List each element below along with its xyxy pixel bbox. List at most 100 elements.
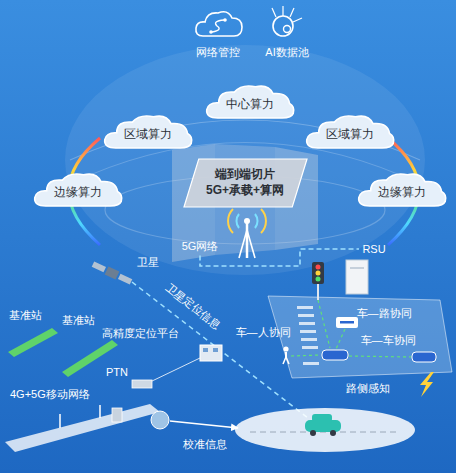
traffic-light bbox=[312, 262, 324, 284]
antenna bbox=[99, 405, 101, 418]
v2v-link bbox=[336, 329, 345, 349]
node-text: 边缘算力 bbox=[54, 185, 102, 201]
scenario-label: 车—车协同 bbox=[361, 333, 416, 347]
icon-label: 卫星 bbox=[134, 253, 162, 272]
network-label: 4G+5G移动网络 bbox=[10, 387, 90, 401]
icon-label: 高精度定位平台 bbox=[99, 324, 182, 343]
v2p-link bbox=[291, 355, 321, 356]
network-link bbox=[200, 249, 359, 266]
crosswalk-stripe bbox=[298, 314, 314, 317]
platform-building bbox=[200, 345, 222, 361]
node-text: 基准站 bbox=[62, 313, 95, 327]
scenario-label: 路侧感知 bbox=[346, 381, 390, 395]
slice-panel: 端到端切片5G+承载+算网 bbox=[184, 159, 307, 207]
ambulance-stripe bbox=[340, 321, 354, 324]
v2i-link bbox=[318, 300, 330, 348]
node-text: 边缘算力 bbox=[378, 185, 426, 201]
signal-label: 校准信息 bbox=[183, 437, 227, 451]
pedestrian-legs bbox=[283, 357, 289, 364]
ai-gear-icon bbox=[284, 26, 291, 33]
scenario-label: 车—路协同 bbox=[357, 306, 412, 320]
ptn-device bbox=[132, 380, 152, 388]
cloud-icon bbox=[196, 12, 242, 36]
node-text: 5G网络 bbox=[182, 239, 219, 253]
tower-top bbox=[244, 218, 250, 224]
icon-dot bbox=[209, 30, 213, 34]
node-text: 5G+承载+算网 bbox=[206, 183, 284, 199]
node-text: 区域算力 bbox=[124, 127, 172, 143]
rsu-cabinet bbox=[346, 260, 368, 294]
crosswalk-stripe bbox=[297, 306, 313, 309]
icon-label: 网络管控 bbox=[193, 43, 243, 62]
crosswalk-stripe bbox=[299, 322, 315, 325]
solar-panel bbox=[92, 261, 106, 272]
compute-cloud: 区域算力 bbox=[304, 113, 396, 151]
road bbox=[268, 296, 452, 378]
target-area bbox=[235, 408, 415, 452]
mobile-network-band bbox=[5, 404, 160, 452]
satellite-icon bbox=[91, 260, 133, 286]
icon-label: AI数据池 bbox=[262, 43, 312, 62]
car bbox=[412, 352, 436, 362]
cloud-outline bbox=[307, 116, 394, 148]
calibration-arrow bbox=[170, 421, 238, 428]
cabinet-detail bbox=[350, 268, 364, 269]
icon-label: 基准站 bbox=[59, 311, 98, 330]
building-window bbox=[203, 348, 208, 352]
pedestrian-head bbox=[283, 346, 288, 351]
tower-legs bbox=[239, 230, 255, 258]
transport-link bbox=[150, 358, 200, 382]
cloud-outline bbox=[105, 116, 192, 148]
compute-cloud: 边缘算力 bbox=[32, 171, 124, 209]
icon-label: 基准站 bbox=[6, 306, 45, 325]
crosswalk-stripe bbox=[301, 338, 317, 341]
node-text: 网络管控 bbox=[196, 45, 240, 59]
node-text: 高精度定位平台 bbox=[102, 326, 179, 340]
wheel bbox=[310, 430, 316, 436]
red-light bbox=[316, 265, 321, 270]
signal-arc bbox=[228, 209, 233, 233]
ai-circuit-line bbox=[272, 8, 276, 17]
signal-arc bbox=[236, 214, 239, 228]
target-car-roof bbox=[312, 414, 332, 422]
crosswalk-stripe bbox=[302, 346, 318, 349]
signal-arc bbox=[255, 214, 258, 228]
server-icon bbox=[112, 408, 122, 422]
node-text: 卫星 bbox=[137, 255, 159, 269]
ai-head-icon bbox=[273, 16, 293, 36]
slice-outline bbox=[184, 159, 307, 207]
crosswalk-stripe bbox=[303, 362, 319, 365]
cloud-outline bbox=[35, 174, 122, 206]
wheel bbox=[330, 430, 336, 436]
lightning-icon bbox=[420, 372, 434, 397]
compute-cloud: 中心算力 bbox=[204, 83, 296, 121]
scenario-label: 车—人协同 bbox=[236, 325, 291, 339]
node-text: 端到端切片 bbox=[215, 167, 275, 183]
ambulance bbox=[336, 317, 358, 328]
signal-arc bbox=[261, 209, 266, 233]
compute-cloud: 边缘算力 bbox=[356, 171, 448, 209]
glow bbox=[65, 45, 425, 275]
yellow-light bbox=[316, 271, 321, 276]
ai-circuit-line bbox=[293, 18, 302, 22]
network-squiggle bbox=[212, 20, 224, 32]
node-text: 中心算力 bbox=[226, 97, 274, 113]
satellite-body bbox=[105, 266, 120, 279]
reference-station-bar bbox=[8, 328, 58, 357]
solar-panel bbox=[118, 274, 132, 285]
node-text: 区域算力 bbox=[326, 127, 374, 143]
green-light bbox=[316, 277, 321, 282]
car bbox=[322, 350, 348, 360]
device-label: PTN bbox=[106, 365, 128, 379]
node-text: AI数据池 bbox=[265, 45, 308, 59]
globe-icon bbox=[151, 411, 169, 429]
icon-label: RSU bbox=[359, 240, 389, 259]
antenna bbox=[59, 414, 61, 428]
ai-circuit-line bbox=[282, 6, 283, 16]
cloud-outline bbox=[359, 174, 446, 206]
node-text: RSU bbox=[362, 242, 385, 256]
icon-label: 5G网络 bbox=[179, 237, 222, 256]
